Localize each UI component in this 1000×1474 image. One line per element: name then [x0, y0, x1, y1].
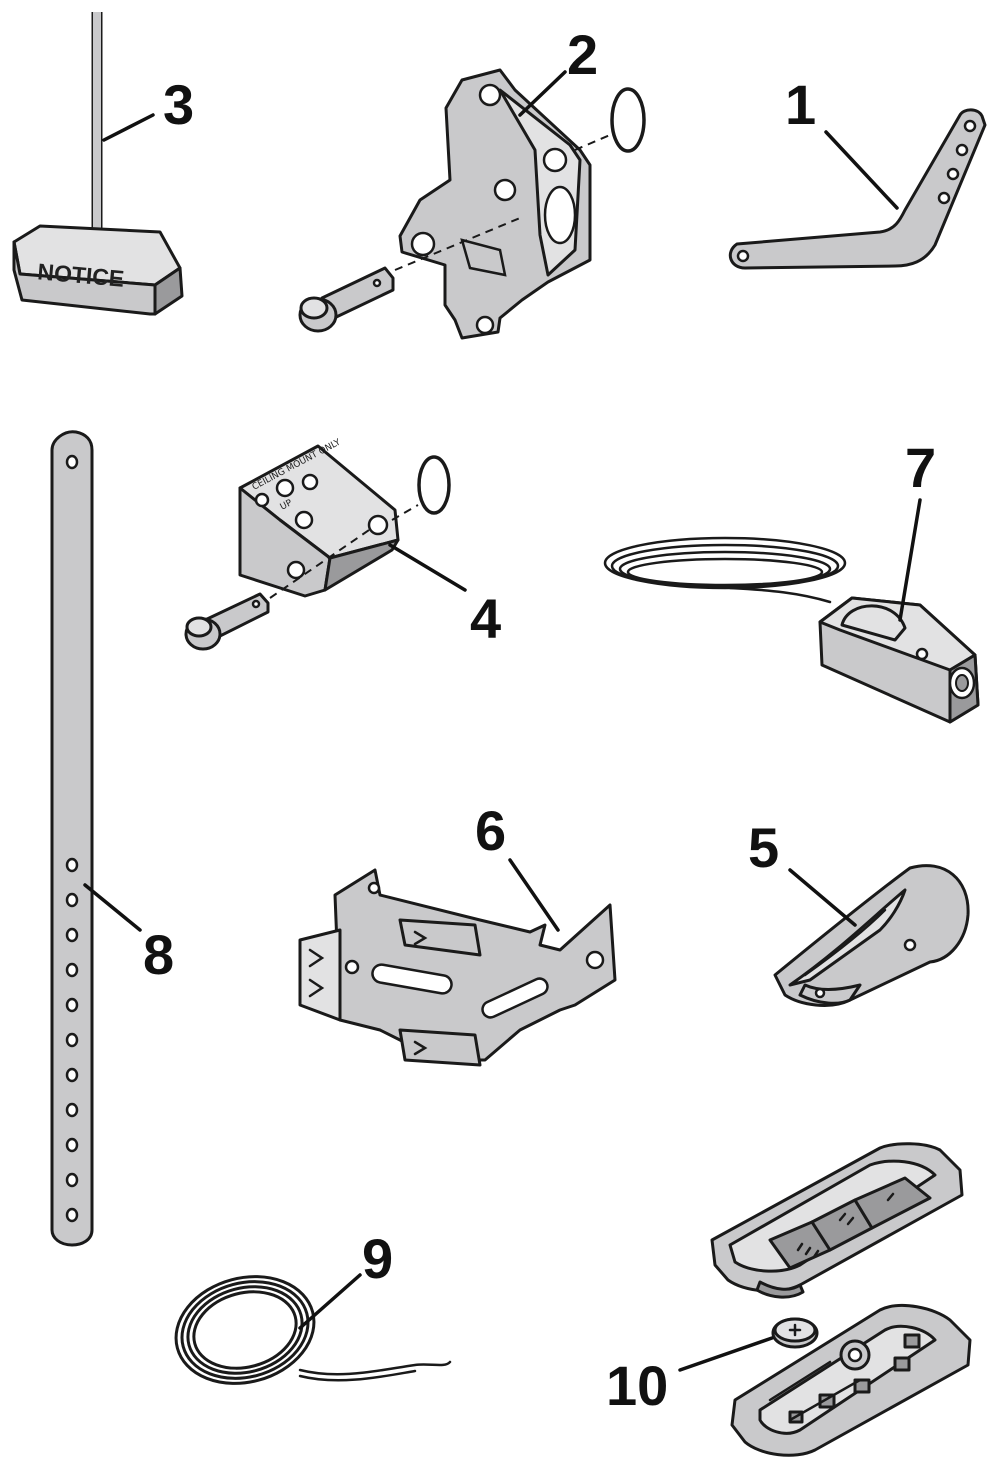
leader-4 [388, 543, 467, 592]
leader-6 [508, 858, 560, 932]
callout-10: 10 [606, 1354, 668, 1417]
part-2-header-bracket [298, 68, 646, 340]
leader-8 [83, 883, 142, 932]
leader-5 [788, 868, 857, 927]
callout-4: 4 [470, 587, 501, 650]
leader-3 [102, 113, 155, 142]
leader-7 [898, 498, 922, 622]
callout-6: 6 [475, 799, 506, 862]
callout-2: 2 [567, 23, 598, 86]
part-6-door-bracket [298, 868, 617, 1067]
callout-5: 5 [748, 816, 779, 879]
part-5-visor-clip [773, 864, 970, 1007]
leader-10 [678, 1336, 774, 1372]
callout-8: 8 [143, 923, 174, 986]
leader-2 [518, 70, 567, 117]
part-9-bell-wire [174, 1275, 452, 1385]
part-7-safety-sensor [603, 536, 980, 724]
callout-7: 7 [905, 436, 936, 499]
leader-9 [298, 1273, 362, 1330]
callout-3: 3 [163, 73, 194, 136]
callout-9: 9 [362, 1227, 393, 1290]
part-8-straight-arm [50, 430, 94, 1247]
part-1-door-arm [728, 108, 987, 270]
leader-1 [824, 130, 899, 210]
callout-1: 1 [785, 73, 816, 136]
part-3-notice-tag: NOTICE [12, 12, 184, 316]
part-10-remote-control [710, 1142, 972, 1457]
part-4-ceiling-bracket: CEILING MOUNT ONLY UP [184, 437, 451, 651]
